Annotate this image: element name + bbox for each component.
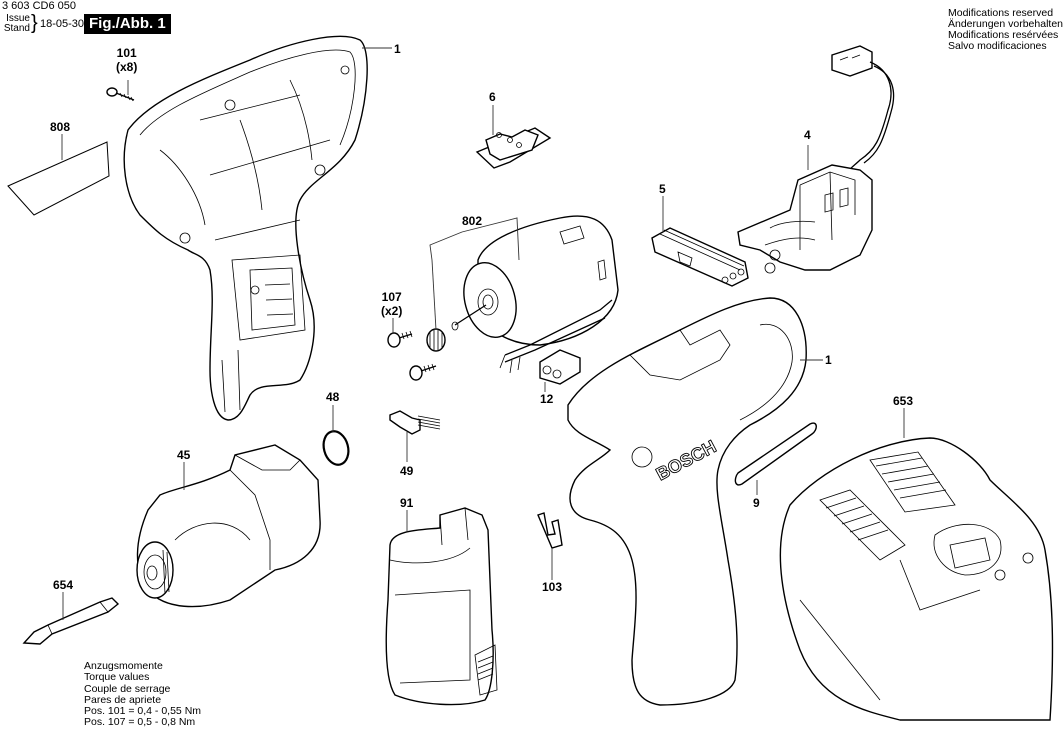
callout-6: 6 [489, 90, 496, 104]
part-12-led-holder[interactable] [539, 349, 581, 385]
callout-5: 5 [659, 182, 666, 196]
callout-1-left: 1 [394, 42, 401, 56]
brace-glyph: } [31, 12, 38, 34]
figure-label: Fig./Abb. 1 [84, 14, 171, 34]
callout-45: 45 [177, 448, 191, 462]
part-5-switch-slider[interactable] [651, 227, 749, 287]
callout-49: 49 [400, 464, 414, 478]
callout-654: 654 [53, 578, 74, 592]
callout-653: 653 [893, 394, 914, 408]
part-48-o-ring[interactable] [320, 428, 352, 467]
part-802-motor[interactable] [451, 215, 619, 374]
torque-line: Couple de serrage [84, 682, 171, 695]
callout-101: 101 (x8) [116, 46, 137, 74]
part-4-switch[interactable] [737, 45, 895, 274]
leader-lines [61, 47, 905, 620]
callout-103: 103 [542, 580, 563, 594]
issue-label: Issue [6, 13, 30, 24]
part-107-screw[interactable] [387, 330, 437, 381]
torque-line: Pares de apriete [84, 693, 162, 706]
callout-91: 91 [400, 496, 414, 510]
mod-line-es: Salvo modificaciones [948, 40, 1047, 52]
part-653-charger[interactable] [779, 437, 1054, 721]
stand-label: Stand [3, 23, 30, 34]
part-103-belt-clip[interactable] [537, 512, 563, 549]
leader-802 [429, 217, 520, 261]
part-91-battery[interactable] [385, 507, 498, 706]
callout-48: 48 [326, 390, 340, 404]
callout-12: 12 [540, 392, 554, 406]
mod-line-fr: Modifications resérvées [948, 29, 1059, 41]
part-6-contact-plate[interactable] [475, 127, 552, 169]
part-9-nameplate-strip[interactable] [734, 422, 817, 486]
callout-1-right: 1 [825, 353, 832, 367]
torque-line: Pos. 107 = 0,5 - 0,8 Nm [84, 716, 196, 729]
callout-101-qty: (x8) [116, 60, 138, 74]
mod-line-de: Änderungen vorbehalten [948, 18, 1064, 30]
callout-107-number: 107 [381, 290, 402, 304]
modifications-notice: Modifications reserved Änderungen vorbeh… [948, 8, 1063, 52]
callout-802: 802 [462, 214, 483, 228]
callout-101-number: 101 [116, 46, 137, 60]
callout-808: 808 [50, 120, 71, 134]
leader-802-pinion [431, 259, 437, 331]
issue-date: 18-05-30 [40, 18, 85, 30]
part-49-led[interactable] [389, 410, 441, 435]
part-1-housing-left[interactable] [123, 35, 368, 421]
part-1-housing-shell-right[interactable]: BOSCH [567, 297, 807, 706]
part-45-gear-housing[interactable] [136, 444, 321, 608]
mod-line-en: Modifications reserved [948, 7, 1054, 19]
torque-line: Pos. 101 = 0,4 - 0,55 Nm [84, 705, 202, 718]
part-654-bit[interactable] [22, 597, 120, 645]
part-802-pinion[interactable] [426, 328, 446, 352]
part-101-screw[interactable] [106, 87, 135, 102]
part-808-label[interactable] [7, 141, 110, 216]
callout-4: 4 [804, 128, 811, 142]
callout-9: 9 [753, 496, 760, 510]
torque-notes: Anzugsmomente Torque values Couple de se… [84, 660, 202, 729]
document-code: 3 603 CD6 050 [2, 0, 76, 12]
issue-stand-label: Issue Stand [2, 14, 30, 34]
torque-line: Anzugsmomente [84, 660, 163, 672]
callout-107-qty: (x2) [381, 304, 403, 318]
callout-107: 107 (x2) [381, 290, 402, 318]
torque-line: Torque values [84, 671, 150, 684]
